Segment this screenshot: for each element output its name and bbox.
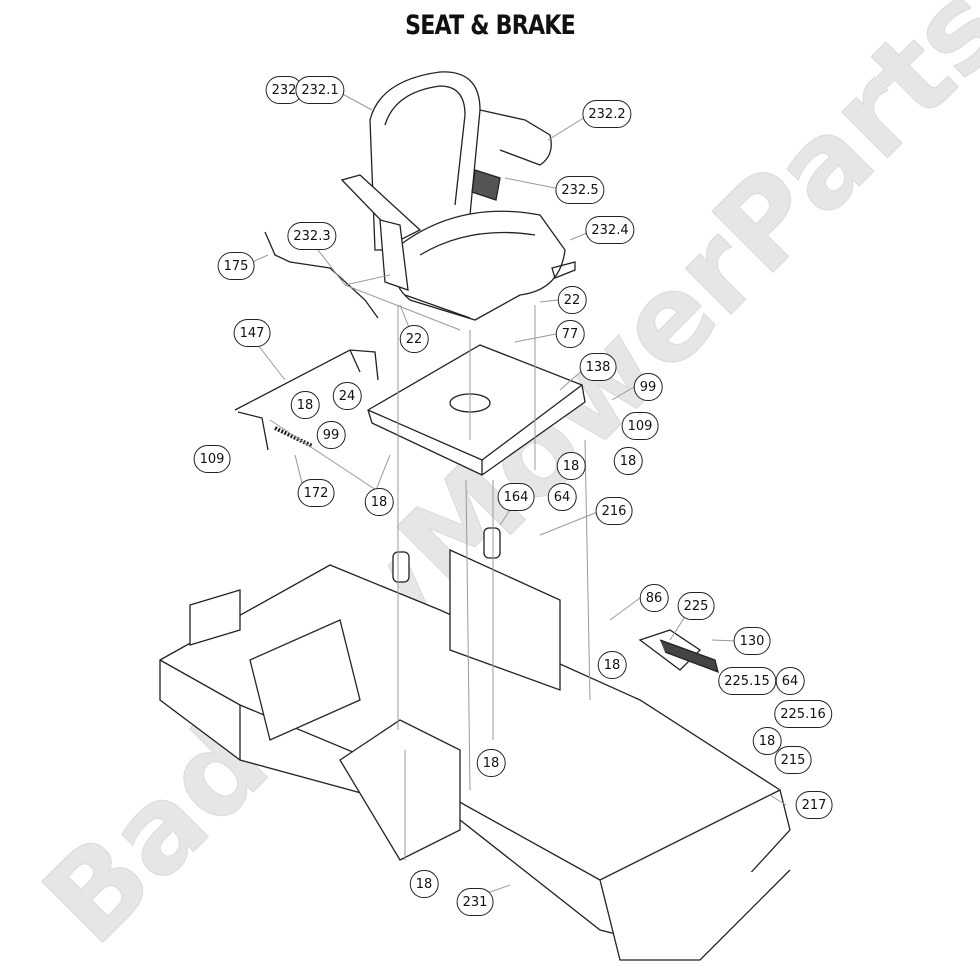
callout-109: 109 (621, 412, 659, 440)
callout-86: 86 (639, 584, 669, 612)
callout-18: 18 (597, 651, 627, 679)
page-title: SEAT & BRAKE (405, 10, 576, 41)
callout-232-2: 232.2 (582, 100, 632, 128)
callout-172: 172 (297, 479, 335, 507)
callout-18: 18 (752, 727, 782, 755)
callout-225-15: 225.15 (718, 667, 776, 695)
callout-225-16: 225.16 (774, 700, 832, 728)
callout-147: 147 (233, 319, 271, 347)
harness-175-drawing (264, 231, 379, 319)
seat-drawing (340, 71, 576, 321)
callout-217: 217 (795, 791, 833, 819)
callout-18: 18 (476, 749, 506, 777)
callout-99: 99 (316, 421, 346, 449)
callout-64: 64 (775, 667, 805, 695)
callout-77: 77 (555, 320, 585, 348)
callout-164: 164 (497, 483, 535, 511)
callout-130: 130 (733, 627, 771, 655)
callout-18: 18 (613, 447, 643, 475)
callout-232-3: 232.3 (287, 222, 337, 250)
leader-lines (249, 89, 787, 903)
callout-138: 138 (579, 353, 617, 381)
callout-18: 18 (556, 452, 586, 480)
callout-109: 109 (193, 445, 231, 473)
callout-18: 18 (409, 870, 439, 898)
callout-231: 231 (456, 888, 494, 916)
callout-99: 99 (633, 373, 663, 401)
seat-plate-drawing (367, 344, 586, 476)
callout-22: 22 (557, 286, 587, 314)
callout-64: 64 (547, 483, 577, 511)
callout-232: 232 (265, 76, 303, 104)
callout-24: 24 (332, 382, 362, 410)
bumper-164-drawing (483, 527, 501, 559)
callout-216: 216 (595, 497, 633, 525)
callout-175: 175 (217, 252, 255, 280)
callout-232-5: 232.5 (555, 176, 605, 204)
spring-172-drawing (274, 426, 313, 448)
bracket-147-drawing (234, 349, 379, 451)
callout-225: 225 (677, 592, 715, 620)
bumper-drawing (392, 551, 410, 583)
callout-18: 18 (290, 391, 320, 419)
callout-232-4: 232.4 (585, 216, 635, 244)
callout-215: 215 (774, 746, 812, 774)
callout-18: 18 (364, 488, 394, 516)
callout-232-1: 232.1 (295, 76, 345, 104)
callout-22: 22 (399, 325, 429, 353)
